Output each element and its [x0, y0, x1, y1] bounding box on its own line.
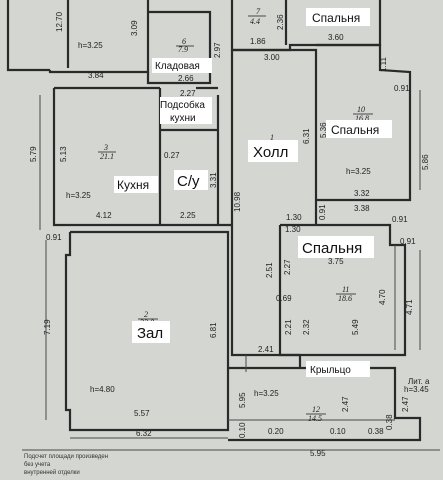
dim-0-91c: 0.91 [392, 215, 408, 224]
label-bedroom-right: Спальня [331, 123, 379, 137]
height-bedroom-right: h=3.25 [346, 167, 371, 176]
dim-4-71: 4.71 [405, 299, 414, 315]
room-7-area: 4.4 [250, 17, 260, 26]
dim-0-38: 0.38 [368, 427, 384, 436]
room-10-number: 10 [357, 105, 365, 114]
dim-2-36: 2.36 [276, 14, 285, 30]
height-living: h=4.80 [90, 385, 115, 394]
dim-0-10a: 0.10 [238, 422, 247, 438]
dim-5-95a: 5.95 [238, 392, 247, 408]
label-kitchen-utility-line2: кухни [170, 113, 196, 124]
dim-0-91e: 0.91 [400, 237, 416, 246]
dim-6-81: 6.81 [209, 322, 218, 338]
dim-1-30a: 1.30 [286, 213, 302, 222]
label-bedroom-mid: Спальня [302, 240, 362, 257]
room-2-number: 2 [144, 310, 148, 319]
lit-height: h=3.45 [404, 385, 429, 394]
dim-5-49: 5.49 [351, 319, 360, 335]
label-living: Зал [137, 325, 163, 342]
dim-3-38: 3.38 [354, 204, 370, 213]
lit-label: Лит. а [408, 377, 430, 386]
room-labels: Спальня Кладовая Подсобка кухни Кухня С/… [114, 8, 392, 377]
dim-5-86: 5.86 [421, 154, 430, 170]
dim-2-21: 2.21 [284, 319, 293, 335]
dim-0-38b: 0.38 [385, 414, 394, 430]
label-kitchen-utility-line1: Подсобка [160, 99, 205, 111]
label-kitchen: Кухня [117, 178, 149, 192]
room-6-number: 6 [182, 37, 186, 46]
dim-1-11: 1.11 [379, 56, 388, 72]
room-12-area: 14.5 [308, 414, 322, 423]
dim-3-60: 3.60 [328, 33, 344, 42]
dim-2-51: 2.51 [265, 262, 274, 278]
room-11-area: 18.6 [338, 294, 352, 303]
dim-3-84: 3.84 [88, 71, 104, 80]
dim-0-69: 0.69 [276, 294, 292, 303]
height-top-left: h=3.25 [78, 41, 103, 50]
dim-1-30b: 1.30 [285, 225, 301, 234]
room-1-number: 1 [270, 133, 274, 142]
dim-5-95b: 5.95 [310, 449, 326, 458]
label-pantry: Кладовая [155, 61, 200, 72]
dim-5-13: 5.13 [59, 146, 68, 162]
dim-3-09: 3.09 [130, 20, 139, 36]
dim-0-91b: 0.91 [318, 204, 327, 220]
dim-0-27: 0.27 [164, 151, 180, 160]
dim-6-32: 6.32 [136, 429, 152, 438]
dim-4-70: 4.70 [378, 289, 387, 305]
room-12-number: 12 [312, 405, 320, 414]
dim-12-70: 12.70 [55, 11, 64, 32]
label-bedroom-top: Спальня [312, 11, 360, 25]
dim-2-25: 2.25 [180, 211, 196, 220]
label-hall: Холл [253, 144, 288, 161]
label-bathroom: С/у [177, 173, 200, 190]
dim-4-12: 4.12 [96, 211, 112, 220]
room-11-number: 11 [342, 285, 349, 294]
room-6-area: 7.9 [178, 45, 188, 54]
height-notes: h=3.25 h=3.25 h=3.25 h=4.80 h=3.25 Лит. … [66, 41, 430, 398]
height-porch: h=3.25 [254, 389, 279, 398]
dim-2-27: 2.27 [180, 89, 196, 98]
dim-6-31: 6.31 [302, 128, 311, 144]
dim-0-91d: 0.91 [46, 233, 62, 242]
room-7-number: 7 [256, 7, 261, 16]
dimension-lines [22, 90, 440, 451]
dimension-labels: 12.70 3.09 1.86 2.36 3.60 2.97 3.00 1.11… [29, 11, 430, 458]
dim-2-66: 2.66 [178, 74, 194, 83]
dim-5-79: 5.79 [29, 146, 38, 162]
dim-7-19: 7.19 [43, 319, 52, 335]
footnote-line-1: Подсчет площади произведен [24, 454, 108, 460]
dim-2-32: 2.32 [302, 319, 311, 335]
dim-3-00: 3.00 [264, 53, 280, 62]
label-porch: Крыльцо [310, 365, 351, 376]
dim-3-32: 3.32 [354, 189, 370, 198]
dim-2-97: 2.97 [213, 42, 222, 58]
dim-2-47a: 2.47 [341, 396, 350, 412]
dim-0-91a: 0.91 [394, 84, 410, 93]
dim-3-31: 3.31 [209, 172, 218, 188]
dim-10-98: 10.98 [233, 191, 242, 212]
room-10-area: 16.8 [355, 114, 369, 123]
dim-0-10b: 0.10 [330, 427, 346, 436]
dim-1-86: 1.86 [250, 37, 266, 46]
dim-5-36: 5.36 [319, 122, 328, 138]
footnote-line-2: без учета [24, 462, 51, 468]
dim-3-75: 3.75 [328, 257, 344, 266]
footnote-line-3: внутренней отделки [24, 469, 80, 476]
dim-2-41: 2.41 [258, 345, 274, 354]
dim-5-57: 5.57 [134, 409, 150, 418]
dim-2-27b: 2.27 [283, 259, 292, 275]
height-kitchen: h=3.25 [66, 191, 91, 200]
room-3-area: 21.1 [100, 152, 114, 161]
room-3-number: 3 [103, 143, 108, 152]
dim-0-20: 0.20 [268, 427, 284, 436]
dim-2-47b: 2.47 [401, 396, 410, 412]
footnote: Подсчет площади произведен без учета вну… [24, 454, 108, 476]
